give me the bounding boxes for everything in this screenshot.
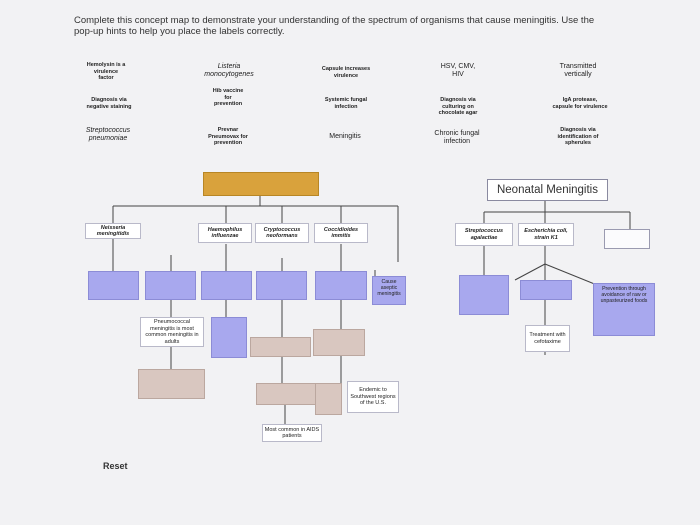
drop-zone-10[interactable] xyxy=(256,383,316,405)
organism-neisseria: Neisseria meningitidis xyxy=(85,223,141,239)
drop-zone-6[interactable] xyxy=(211,317,247,358)
organism-ecoli: Escherichia coli, strain K1 xyxy=(518,223,574,246)
drop-zone-9[interactable] xyxy=(138,369,205,399)
drop-zone-5[interactable] xyxy=(315,271,367,300)
drop-zone-11[interactable] xyxy=(315,383,342,415)
treatment-note: Treatment with cefotaxime xyxy=(525,325,570,352)
root-drop-zone[interactable] xyxy=(203,172,319,196)
instructions: Complete this concept map to demonstrate… xyxy=(74,15,595,37)
label-iga-protease[interactable]: IgA protease, capsule for virulence xyxy=(552,97,608,110)
drop-zone-neonatal-2[interactable] xyxy=(520,280,572,300)
organism-haemophilus: Haemophilus influenzae xyxy=(198,223,252,243)
organism-strep-agalactiae: Streptococcus agalactiae xyxy=(455,223,513,246)
label-hemolysin[interactable]: Hemolysin is a virulence factor xyxy=(86,62,126,81)
label-prevnar[interactable]: Prevnar Pneumovax for prevention xyxy=(208,127,248,146)
reset-button[interactable]: Reset xyxy=(103,461,128,471)
aids-note: Most common in AIDS patients xyxy=(262,424,322,442)
drop-zone-neonatal-1[interactable] xyxy=(459,275,509,315)
organism-coccidioides: Coccidioides immitis xyxy=(314,223,368,243)
drop-zone-1[interactable] xyxy=(88,271,139,300)
prevention-food-box: Prevention through avoidance of raw or u… xyxy=(593,283,655,336)
organism-cryptococcus: Cryptococcus neoformans xyxy=(255,223,309,243)
label-negative-staining[interactable]: Diagnosis via negative staining xyxy=(86,97,132,110)
label-capsule-virulence[interactable]: Capsule increases virulence xyxy=(321,66,371,79)
drop-zone-7[interactable] xyxy=(250,337,311,357)
label-hib-vaccine[interactable]: Hib vaccine for prevention xyxy=(212,88,244,107)
label-strep-pneumoniae[interactable]: Streptococcus pneumoniae xyxy=(85,127,131,142)
label-hsv-cmv[interactable]: HSV, CMV, HIV xyxy=(440,63,476,78)
label-meningitis[interactable]: Meningitis xyxy=(329,133,361,140)
neonatal-meningitis-title: Neonatal Meningitis xyxy=(487,179,608,201)
drop-zone-8[interactable] xyxy=(313,329,365,356)
pneumococcal-note: Pneumococcal meningitis is most common m… xyxy=(140,317,204,347)
aseptic-meningitis-box: Cause aseptic meningitis xyxy=(372,276,406,305)
endemic-note: Endemic to Southwest regions of the U.S. xyxy=(347,381,399,413)
drop-zone-2[interactable] xyxy=(145,271,196,300)
label-transmitted[interactable]: Transmitted vertically xyxy=(559,63,597,78)
drop-zone-neonatal-3[interactable] xyxy=(604,229,650,249)
drop-zone-3[interactable] xyxy=(201,271,252,300)
drop-zone-4[interactable] xyxy=(256,271,307,300)
label-chronic-fungal[interactable]: Chronic fungal infection xyxy=(434,130,480,145)
label-chocolate-agar[interactable]: Diagnosis via culturing on chocolate aga… xyxy=(438,97,478,116)
label-systemic-fungal[interactable]: Systemic fungal infection xyxy=(324,97,368,110)
label-spherules[interactable]: Diagnosis via identification of spherule… xyxy=(557,127,599,146)
label-listeria[interactable]: Listeria monocytogenes xyxy=(204,63,254,78)
